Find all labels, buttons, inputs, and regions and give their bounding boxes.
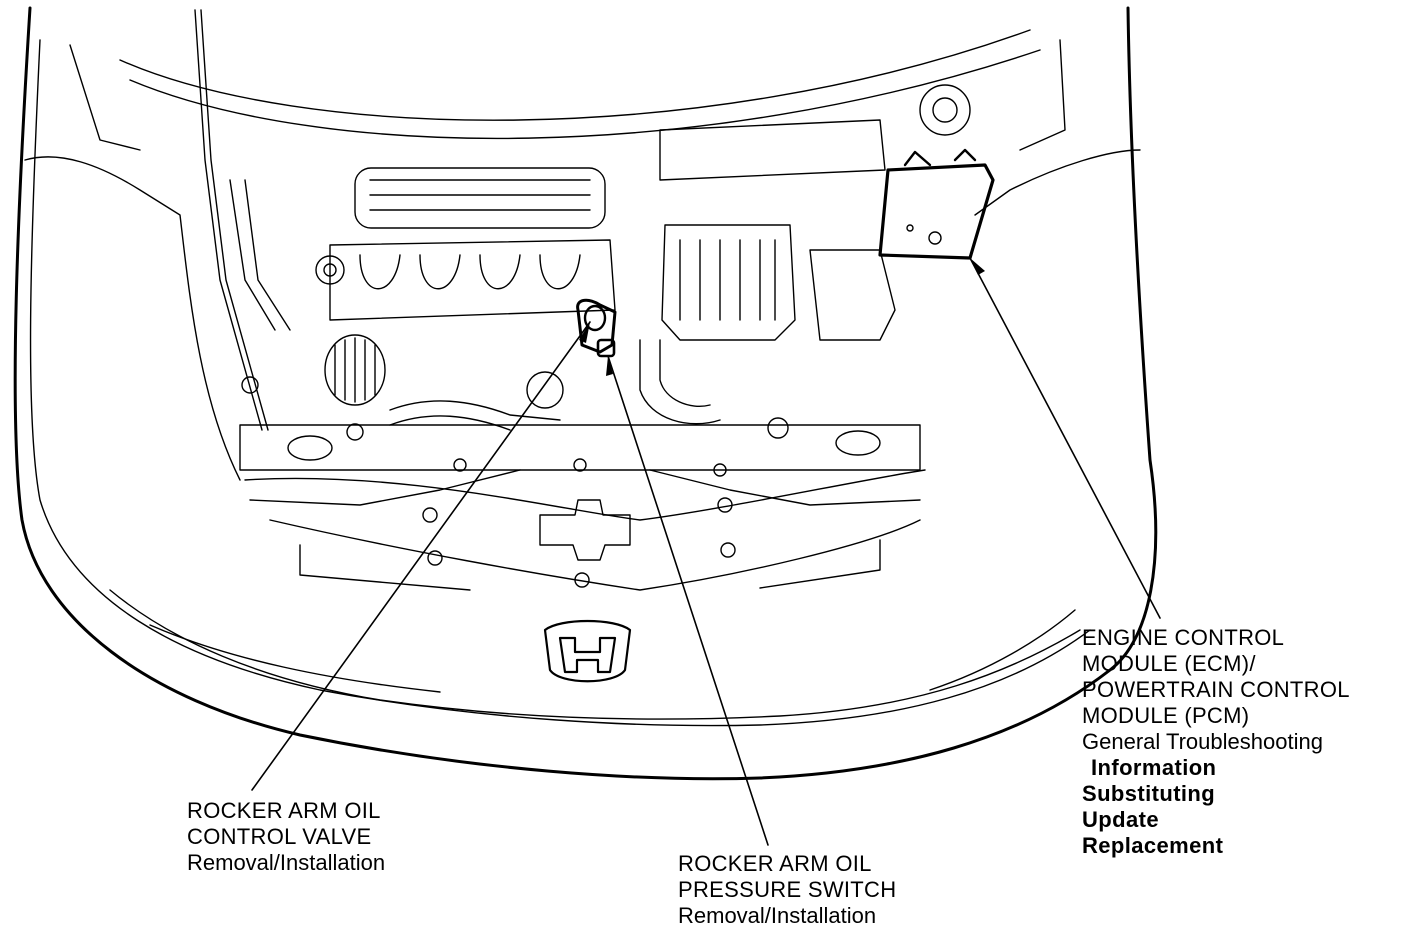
vehicle-body-outline <box>13 6 1158 781</box>
callout-title-line: MODULE (PCM) <box>1082 703 1250 728</box>
leader-lines <box>251 257 1161 846</box>
rocker-arm-oil-pressure-switch <box>596 338 616 358</box>
callout-title-line: PRESSURE SWITCH <box>678 877 897 902</box>
information-link[interactable]: Information <box>1091 755 1217 780</box>
callout-title-line: CONTROL VALVE <box>187 824 372 849</box>
callout-title-line: ROCKER ARM OIL <box>678 851 872 876</box>
front-bumper <box>269 458 921 591</box>
rocker-arm-oil-control-valve <box>576 298 617 354</box>
removal-installation-link[interactable]: Removal/Installation <box>678 903 877 928</box>
alternator <box>241 334 564 409</box>
callout-title-line: POWERTRAIN CONTROL <box>1082 677 1350 702</box>
cowl-panel <box>69 29 1066 151</box>
replacement-link[interactable]: Replacement <box>1082 833 1224 858</box>
callout-control-valve: ROCKER ARM OIL CONTROL VALVE Removal/Ins… <box>187 798 385 876</box>
removal-installation-link[interactable]: Removal/Installation <box>187 850 386 875</box>
general-troubleshooting-link[interactable]: General Troubleshooting <box>1082 729 1323 754</box>
callout-title-line: ENGINE CONTROL <box>1082 625 1285 650</box>
ecm-pcm-unit <box>878 148 995 260</box>
substituting-link[interactable]: Substituting <box>1082 781 1216 806</box>
update-link[interactable]: Update <box>1082 807 1159 832</box>
callout-pressure-switch: ROCKER ARM OIL PRESSURE SWITCH Removal/I… <box>678 851 896 929</box>
callout-ecm-pcm: ENGINE CONTROL MODULE (ECM)/ POWERTRAIN … <box>1082 625 1350 859</box>
callout-title-line: MODULE (ECM)/ <box>1082 651 1256 676</box>
callout-title-line: ROCKER ARM OIL <box>187 798 381 823</box>
radiator-support <box>239 417 926 521</box>
honda-emblem <box>543 619 632 683</box>
leader-arrowheads <box>579 258 985 376</box>
hood-support-rod <box>194 9 269 431</box>
battery-area <box>809 84 971 341</box>
intake-manifold <box>315 167 616 321</box>
air-cleaner-box <box>659 119 886 341</box>
coolant-hoses <box>229 179 721 431</box>
